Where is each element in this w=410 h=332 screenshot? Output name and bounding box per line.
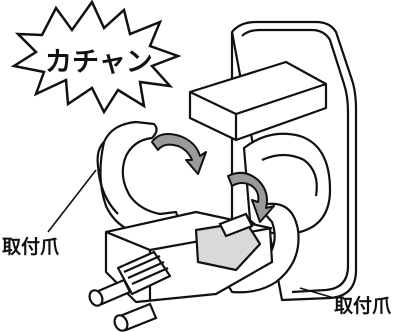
mounting-claw-label-left: 取付爪 (2, 236, 60, 258)
leader-line-right (299, 287, 335, 299)
sound-effect-text: カチャン (45, 47, 153, 78)
plug-prongs (88, 212, 254, 332)
mounting-claw-label-right: 取付爪 (334, 295, 392, 317)
left-clip (96, 120, 184, 238)
rotate-arrow-upper (151, 133, 207, 175)
leader-line-left (47, 169, 97, 233)
starburst (10, 0, 182, 115)
rotate-arrow-lower (227, 171, 275, 223)
